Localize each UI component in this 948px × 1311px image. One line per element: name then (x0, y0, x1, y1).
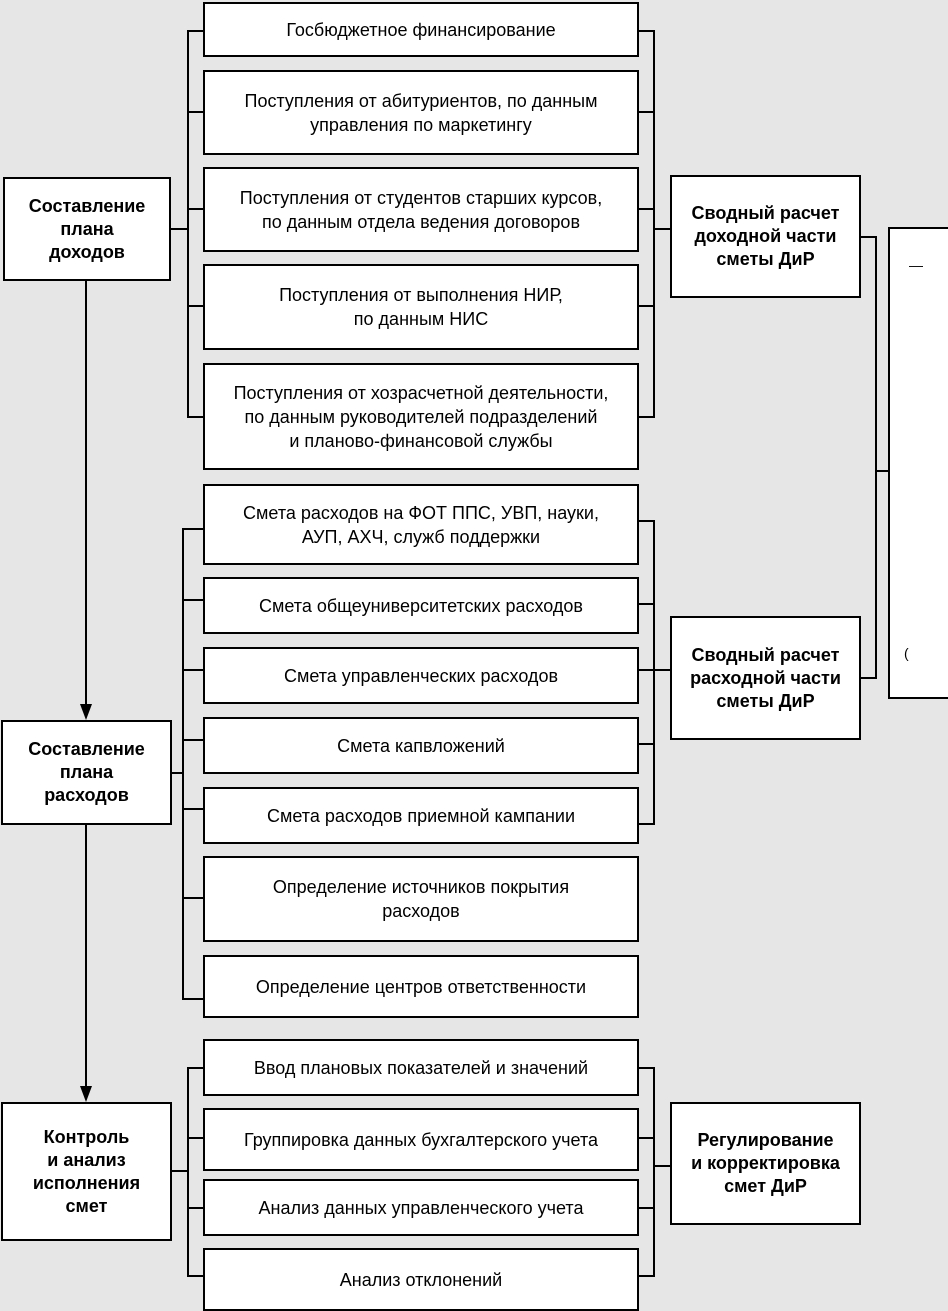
income-right-tick-4 (637, 305, 655, 307)
income-summary-box: Сводный расчет доходной части сметы ДиР (670, 175, 861, 298)
expense-right-tick-3 (637, 669, 655, 671)
expense-item-4: Смета капвложений (203, 717, 639, 774)
control-right-tick-1 (637, 1067, 655, 1069)
income-item-3: Поступления от студентов старших курсов,… (203, 167, 639, 252)
income-item-2: Поступления от абитуриентов, по данным у… (203, 70, 639, 155)
expense-right-tick-1 (637, 520, 655, 522)
expense-right-tick-2 (637, 603, 655, 605)
income-left-tick-2 (187, 111, 205, 113)
expense-item-6: Определение источников покрытия расходов (203, 856, 639, 942)
income-left-tick-5 (187, 416, 205, 418)
expense-left-bracket (182, 528, 184, 1000)
expense-left-tick-5 (182, 808, 205, 810)
right-edge-glyph-top: — (909, 257, 923, 273)
expense-left-tick-3 (182, 669, 205, 671)
right-edge-glyph-bottom: ( (904, 645, 909, 661)
control-item-2: Группировка данных бухгалтерского учета (203, 1108, 639, 1171)
regulation-summary-box: Регулирование и корректировка смет ДиР (670, 1102, 861, 1225)
expense-summary-connector (653, 669, 671, 671)
income-left-tick-1 (187, 30, 205, 32)
control-item-3: Анализ данных управленческого учета (203, 1179, 639, 1236)
control-item-4: Анализ отклонений (203, 1248, 639, 1311)
income-left-bracket (187, 30, 189, 418)
stage-expense-box: Составление плана расходов (1, 720, 172, 825)
control-summary-connector (653, 1165, 671, 1167)
expense-right-bracket (653, 520, 655, 825)
expense-item-5: Смета расходов приемной кампании (203, 787, 639, 844)
expense-item-3: Смета управленческих расходов (203, 647, 639, 704)
control-left-bracket (187, 1067, 189, 1277)
expense-left-tick-2 (182, 599, 205, 601)
control-left-tick-2 (187, 1137, 205, 1139)
income-right-tick-3 (637, 208, 655, 210)
expense-left-tick-4 (182, 739, 205, 741)
control-right-bracket (653, 1067, 655, 1277)
expense-summary-to-right (859, 677, 876, 679)
income-item-4: Поступления от выполнения НИР, по данным… (203, 264, 639, 350)
control-left-tick-3 (187, 1207, 205, 1209)
expense-left-tick-6 (182, 897, 205, 899)
expense-stage-connector (170, 772, 184, 774)
expense-left-tick-7 (182, 998, 205, 1000)
income-summary-connector (653, 228, 671, 230)
control-stage-connector (170, 1170, 189, 1172)
right-box-connector (875, 470, 889, 472)
income-item-1: Госбюджетное финансирование (203, 2, 639, 57)
right-summary-bracket (875, 236, 877, 679)
expense-item-7: Определение центров ответственности (203, 955, 639, 1018)
income-to-expense-arrow (80, 280, 92, 720)
income-right-tick-2 (637, 111, 655, 113)
control-item-1: Ввод плановых показателей и значений (203, 1039, 639, 1096)
income-item-5: Поступления от хозрасчетной деятельности… (203, 363, 639, 470)
stage-control-box: Контроль и анализ исполнения смет (1, 1102, 172, 1241)
expense-right-tick-4 (637, 743, 655, 745)
income-stage-connector (170, 228, 189, 230)
income-summary-to-right (859, 236, 876, 238)
expense-summary-box: Сводный расчет расходной части сметы ДиР (670, 616, 861, 740)
expense-item-2: Смета общеуниверситетских расходов (203, 577, 639, 634)
income-left-tick-3 (187, 208, 205, 210)
income-right-tick-1 (637, 30, 655, 32)
income-right-bracket (653, 30, 655, 418)
right-edge-box (888, 227, 948, 699)
control-right-tick-3 (637, 1207, 655, 1209)
expense-left-tick-1 (182, 528, 205, 530)
income-left-tick-4 (187, 305, 205, 307)
stage-income-box: Составление плана доходов (3, 177, 171, 281)
income-right-tick-5 (637, 416, 655, 418)
control-right-tick-4 (637, 1275, 655, 1277)
expense-to-control-arrow (80, 824, 92, 1102)
expense-item-1: Смета расходов на ФОТ ППС, УВП, науки, А… (203, 484, 639, 565)
control-left-tick-4 (187, 1275, 205, 1277)
control-left-tick-1 (187, 1067, 205, 1069)
expense-right-tick-5 (637, 823, 655, 825)
control-right-tick-2 (637, 1137, 655, 1139)
